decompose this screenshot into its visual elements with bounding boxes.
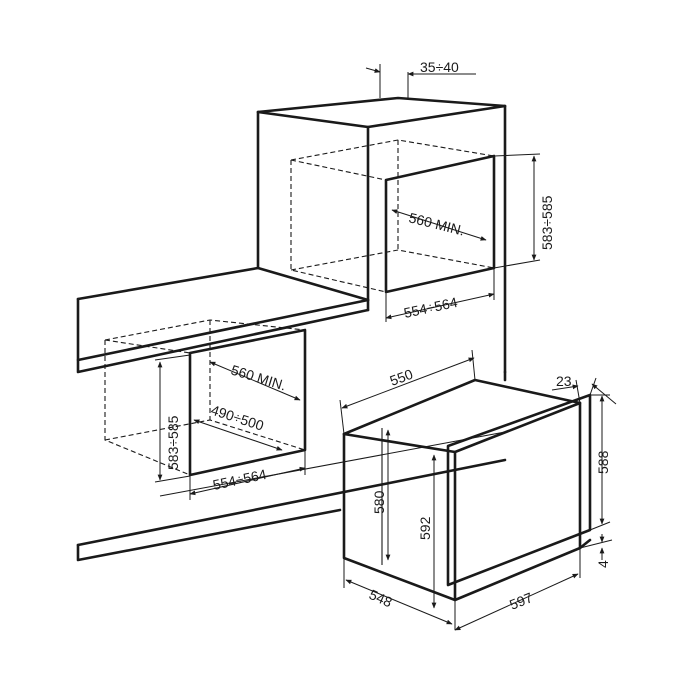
label-upper-height: 583÷585 (539, 195, 555, 250)
label-lower-height: 583÷585 (165, 415, 181, 470)
label-lower-width: 554÷564 (211, 466, 268, 493)
dim-upper-width: 554÷564 (385, 268, 495, 322)
dim-lower-width: 554÷564 (189, 450, 306, 500)
dim-oven-door: 23 (551, 373, 617, 405)
countertop (76, 266, 370, 374)
dim-upper-depth: 560 MIN. (391, 209, 487, 241)
label-upper-depth: 560 MIN. (407, 209, 466, 238)
column-cabinet (256, 96, 507, 382)
label-oven-depth-top: 550 (388, 366, 416, 389)
dim-top-gap: 35÷40 (365, 59, 476, 100)
dim-oven-width: 597 (454, 548, 581, 631)
label-oven-width: 597 (507, 589, 535, 613)
undercounter-cabinet (76, 319, 507, 562)
label-upper-width: 554÷564 (402, 294, 459, 321)
dim-oven-height-side: 580 (371, 429, 391, 561)
label-top-gap: 35÷40 (420, 59, 459, 75)
dim-oven-height-front: 588 (589, 394, 611, 531)
label-oven-height-front: 588 (595, 450, 611, 474)
label-oven-bottom-gap: 4 (595, 560, 611, 568)
label-oven-depth-bottom: 548 (367, 586, 395, 610)
label-lower-depth: 560 MIN. (229, 362, 288, 394)
label-oven-door: 23 (556, 373, 572, 389)
dim-oven-depth-top: 550 (339, 349, 476, 435)
dim-lower-height: 583÷585 (154, 354, 191, 483)
dim-oven-bottom-gap: 4 (579, 534, 613, 568)
dim-lower-inner: 490÷500 (193, 402, 283, 451)
label-oven-height-inner: 592 (417, 516, 433, 540)
upper-niche (290, 139, 496, 294)
dim-upper-height: 583÷585 (493, 153, 555, 269)
oven-body (342, 378, 592, 602)
label-oven-height-side: 580 (371, 490, 387, 514)
dim-lower-depth: 560 MIN. (209, 361, 301, 401)
label-lower-inner: 490÷500 (209, 402, 266, 434)
